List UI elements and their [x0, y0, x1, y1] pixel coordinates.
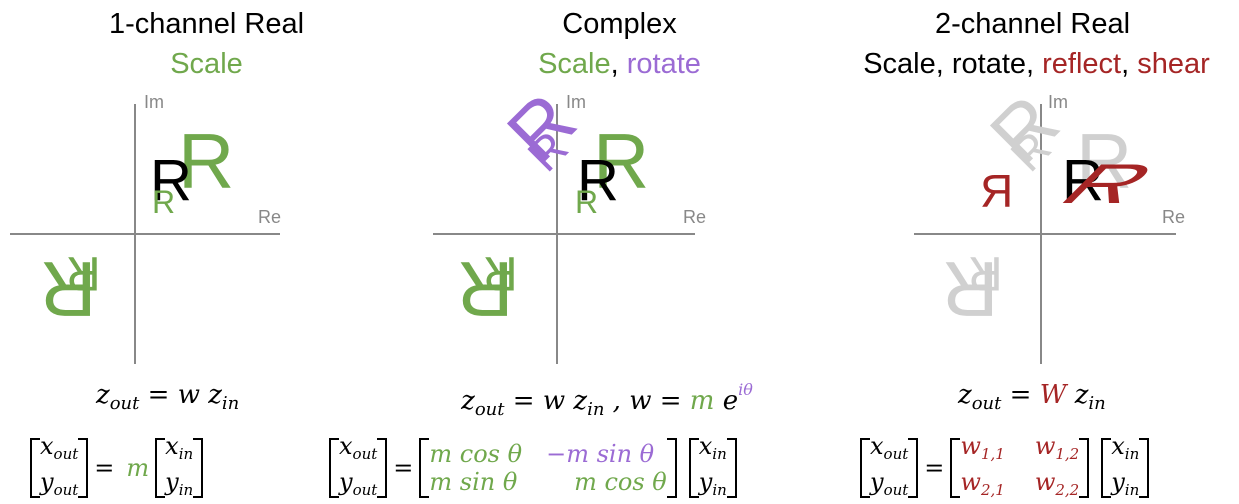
matrix-equation: xout yout = w1,1 w2,1 w1,2 w2,2 xin yin [860, 432, 1150, 504]
glyph-negative-scale-small: R [483, 246, 518, 299]
equation-real-matrix: zout = W zin [958, 380, 1106, 414]
imag-axis [134, 104, 136, 364]
glyph-negative-scale-small: R [66, 246, 101, 299]
matrix-equation: xout yout = m xin yin [30, 432, 204, 504]
glyph-reflected: R [980, 165, 1014, 217]
panel-complex: Complex Scale, rotate Im Re R R R R R R … [329, 0, 826, 499]
im-label: Im [566, 92, 586, 112]
glyph-scaled-gray: R [1076, 117, 1133, 205]
glyph-scaled-up: R [593, 117, 650, 205]
glyph-original: R [577, 148, 619, 213]
real-axis [914, 233, 1176, 235]
re-label: Re [1162, 207, 1186, 227]
glyph-negative-gray-small: R [968, 246, 1003, 299]
panel-subtitle: Scale [170, 48, 243, 80]
panel-title: 2-channel Real [934, 8, 1131, 40]
real-axis [433, 233, 695, 235]
imag-axis [1040, 104, 1042, 364]
equation-scalar: zout = w zin [96, 380, 240, 414]
glyph-scaled-down: R [575, 184, 599, 220]
re-label: Re [258, 207, 282, 227]
equation-complex: zout = w zin , w = m eiθ [461, 380, 753, 420]
panel-2-channel-real: 2-channel Real Scale, rotate, reflect, s… [826, 0, 1239, 499]
matrix-equation: xout yout = m cos θ m sin θ −m sin θ m c… [329, 432, 737, 504]
glyph-original: R [150, 148, 192, 213]
glyph-scaled-up: R [178, 117, 235, 205]
imag-axis [556, 104, 558, 364]
panel-1-channel-real: 1-channel Real Scale Im Re R R R R R zou… [0, 0, 413, 499]
re-label: Re [683, 207, 707, 227]
real-axis [10, 233, 280, 235]
im-label: Im [1048, 92, 1068, 112]
panel-title: 1-channel Real [108, 8, 305, 40]
glyph-original: R [1062, 148, 1104, 213]
panel-title: Complex [562, 8, 677, 40]
im-label: Im [144, 92, 164, 112]
panel-subtitle: Scale, rotate [538, 48, 701, 80]
glyph-scaled-down: R [152, 184, 176, 220]
panel-subtitle: Scale, rotate, reflect, shear [863, 48, 1210, 80]
